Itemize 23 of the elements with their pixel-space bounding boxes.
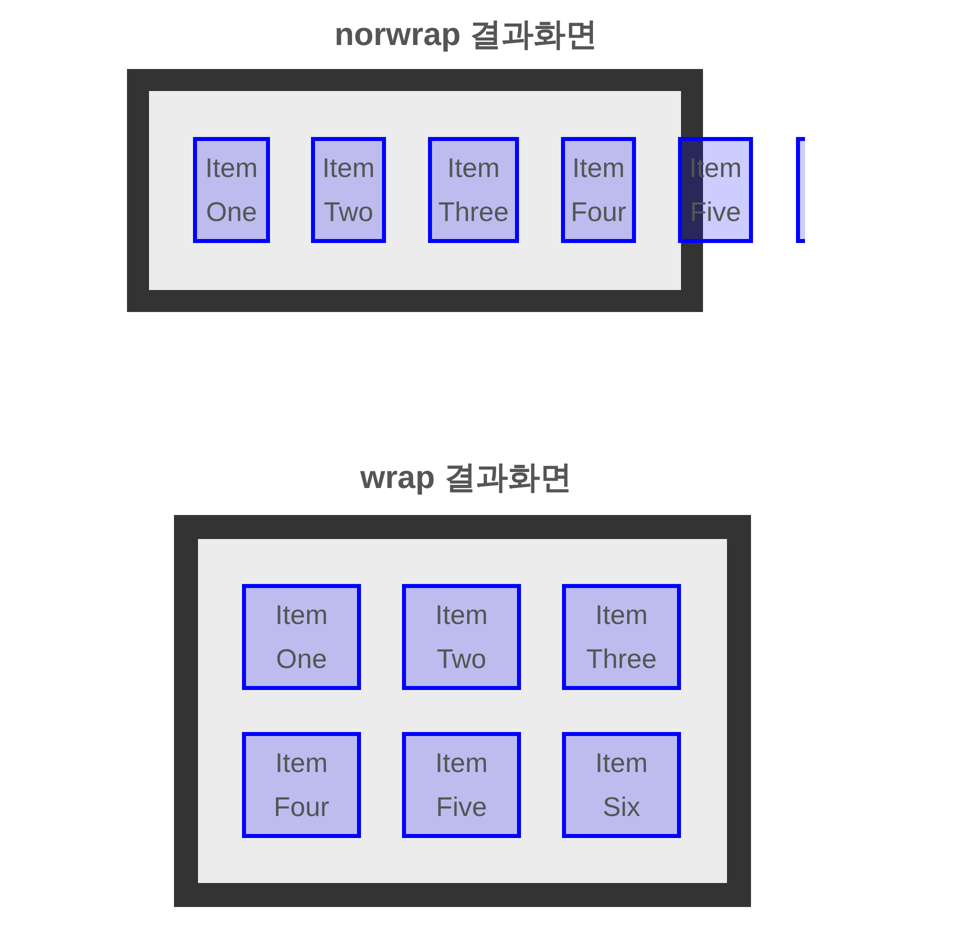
flex-item: [428, 137, 519, 243]
flex-item: [193, 137, 270, 243]
item-label: Item Three: [586, 599, 657, 676]
flex-item: [562, 732, 681, 838]
item-label: Item One: [275, 599, 328, 676]
item-label: Item Three: [438, 152, 509, 229]
item-label: Item Two: [322, 152, 375, 229]
flex-item: [242, 732, 361, 838]
flex-item: [562, 584, 681, 690]
flex-item: [311, 137, 386, 243]
section-title: norwrap 결과화면: [334, 15, 598, 54]
item-label: Item Four: [570, 152, 626, 229]
item-label: Item Two: [435, 599, 488, 676]
flex-item: [796, 137, 805, 243]
flex-item: [402, 584, 521, 690]
item-label: Item One: [205, 152, 258, 229]
flex-item: [561, 137, 636, 243]
flex-item: [242, 584, 361, 690]
item-label: Item Six: [595, 747, 648, 824]
section-title: wrap 결과화면: [360, 458, 572, 497]
item-label: Item Five: [435, 747, 488, 824]
flex-item: [402, 732, 521, 838]
item-label: Item Four: [274, 747, 330, 824]
